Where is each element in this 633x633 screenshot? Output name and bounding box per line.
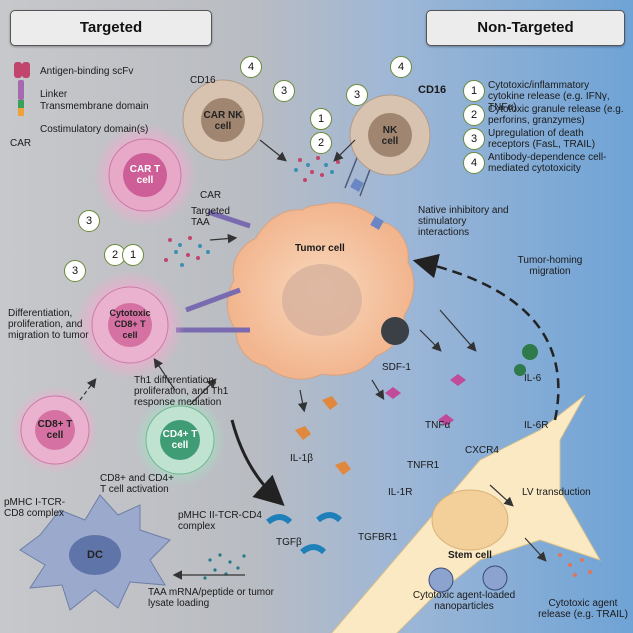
legend-text-1: Cytotoxic/inflammatory cytokine release … xyxy=(488,80,610,113)
car-t-nucleus xyxy=(123,153,167,197)
legend-car: CAR xyxy=(10,138,32,149)
tumor-nucleus xyxy=(282,264,362,336)
non-targeted-header: Non-Targeted xyxy=(426,10,625,46)
marker-center-1: 1 xyxy=(310,108,332,130)
tgfbr1-label: TGFBR1 xyxy=(358,532,398,543)
targeted-taa-label: Targeted TAA xyxy=(191,206,230,228)
cxcr4-label: CXCR4 xyxy=(465,445,499,456)
th1-label: Th1 differentiation, proliferation, and … xyxy=(134,375,229,408)
sdf1-label: SDF-1 xyxy=(382,362,411,373)
marker-cyto-3: 3 xyxy=(64,260,86,282)
legend-text-3: Upregulation of death receptors (FasL, T… xyxy=(488,128,596,150)
car-label: CAR xyxy=(200,190,222,201)
nk-nucleus xyxy=(368,113,412,157)
marker-cart-3: 3 xyxy=(78,210,100,232)
legend-text-2: Cytotoxic granule release (e.g. perforin… xyxy=(488,104,624,126)
cd8-cd4-activation-label: CD8+ and CD4+ T cell activation xyxy=(100,473,174,495)
marker-mid-1: 1 xyxy=(122,244,144,266)
tumor-homing-label: Tumor-homing migration xyxy=(517,255,583,277)
dc-nucleus xyxy=(69,535,121,575)
marker-car-nk-4: 4 xyxy=(240,56,262,78)
il6-dot xyxy=(522,344,538,360)
legend-number-1: 1 xyxy=(463,80,485,102)
nk-label: NK cell xyxy=(381,125,399,147)
marker-car-nk-3: 3 xyxy=(273,80,295,102)
secreted-factors xyxy=(266,317,538,555)
tnfa-label: TNFα xyxy=(425,420,451,431)
targeted-header: Targeted xyxy=(10,10,212,46)
lv-transduction-label: LV transduction xyxy=(522,487,591,498)
legend-number-3: 3 xyxy=(463,128,485,150)
marker-center-2: 2 xyxy=(310,132,332,154)
legend-text-4: Antibody-dependence cell-mediated cytoto… xyxy=(488,152,607,174)
marker-nk-3: 3 xyxy=(346,84,368,106)
legend-number-2: 2 xyxy=(463,104,485,126)
cd8-nucleus xyxy=(35,410,75,450)
car-t-label: CAR T cell xyxy=(129,164,161,186)
cd8-label: CD8+ T cell xyxy=(37,419,73,441)
car-nk-label: CAR NK cell xyxy=(203,110,243,132)
tumor-cell xyxy=(227,202,415,380)
legend-scfv: Antigen-binding scFv xyxy=(40,66,134,77)
car-chains xyxy=(176,209,251,333)
pmhc1-label: pMHC I-TCR-CD8 complex xyxy=(4,497,66,519)
pmhc2-label: pMHC II-TCR-CD4 complex xyxy=(178,510,262,532)
legend-costim: Costimulatory domain(s) xyxy=(40,124,149,135)
cd4-label: CD4+ T cell xyxy=(162,429,198,451)
arrows xyxy=(79,139,547,580)
cd4-nucleus xyxy=(160,420,200,460)
cd16-left-label: CD16 xyxy=(190,75,216,86)
stem-label: Stem cell xyxy=(448,550,492,561)
il1r-label: IL-1R xyxy=(388,487,413,498)
cytotoxic-release-label: Cytotoxic agent release (e.g. TRAIL) xyxy=(538,598,628,620)
tumor-homing-arrow xyxy=(412,253,560,421)
stem-nucleus xyxy=(431,489,509,551)
nanoparticles xyxy=(428,565,508,593)
legend-linker: Linker xyxy=(40,89,68,100)
tnfr1-label: TNFR1 xyxy=(407,460,440,471)
car-nk-nucleus xyxy=(201,98,245,142)
tgfb-label: TGFβ xyxy=(276,537,302,548)
taa-loading-label: TAA mRNA/peptide or tumor lysate loading xyxy=(148,587,274,609)
dc-label: DC xyxy=(87,549,103,561)
marker-nk-4: 4 xyxy=(390,56,412,78)
cytotoxic-label: Cytotoxic CD8+ T cell xyxy=(109,308,151,340)
differentiation-label: Differentiation, proliferation, and migr… xyxy=(8,308,89,341)
il6r-label: IL-6R xyxy=(524,420,549,431)
car-legend-glyph xyxy=(14,62,30,116)
nanoparticles-label: Cytotoxic agent-loaded nanoparticles xyxy=(412,590,516,612)
cd16-right-label: CD16 xyxy=(418,84,447,96)
tumor-label: Tumor cell xyxy=(295,243,345,254)
cytotoxic-nucleus xyxy=(108,303,152,347)
il6-label: IL-6 xyxy=(524,373,542,384)
legend-transmembrane: Transmembrane domain xyxy=(40,101,149,112)
cytokine-dots xyxy=(164,156,592,580)
legend-number-4: 4 xyxy=(463,152,485,174)
tgfb-arrow xyxy=(230,419,285,507)
native-interactions-label: Native inhibitory and stimulatory intera… xyxy=(418,205,509,238)
il1b-label: IL-1β xyxy=(290,453,313,464)
